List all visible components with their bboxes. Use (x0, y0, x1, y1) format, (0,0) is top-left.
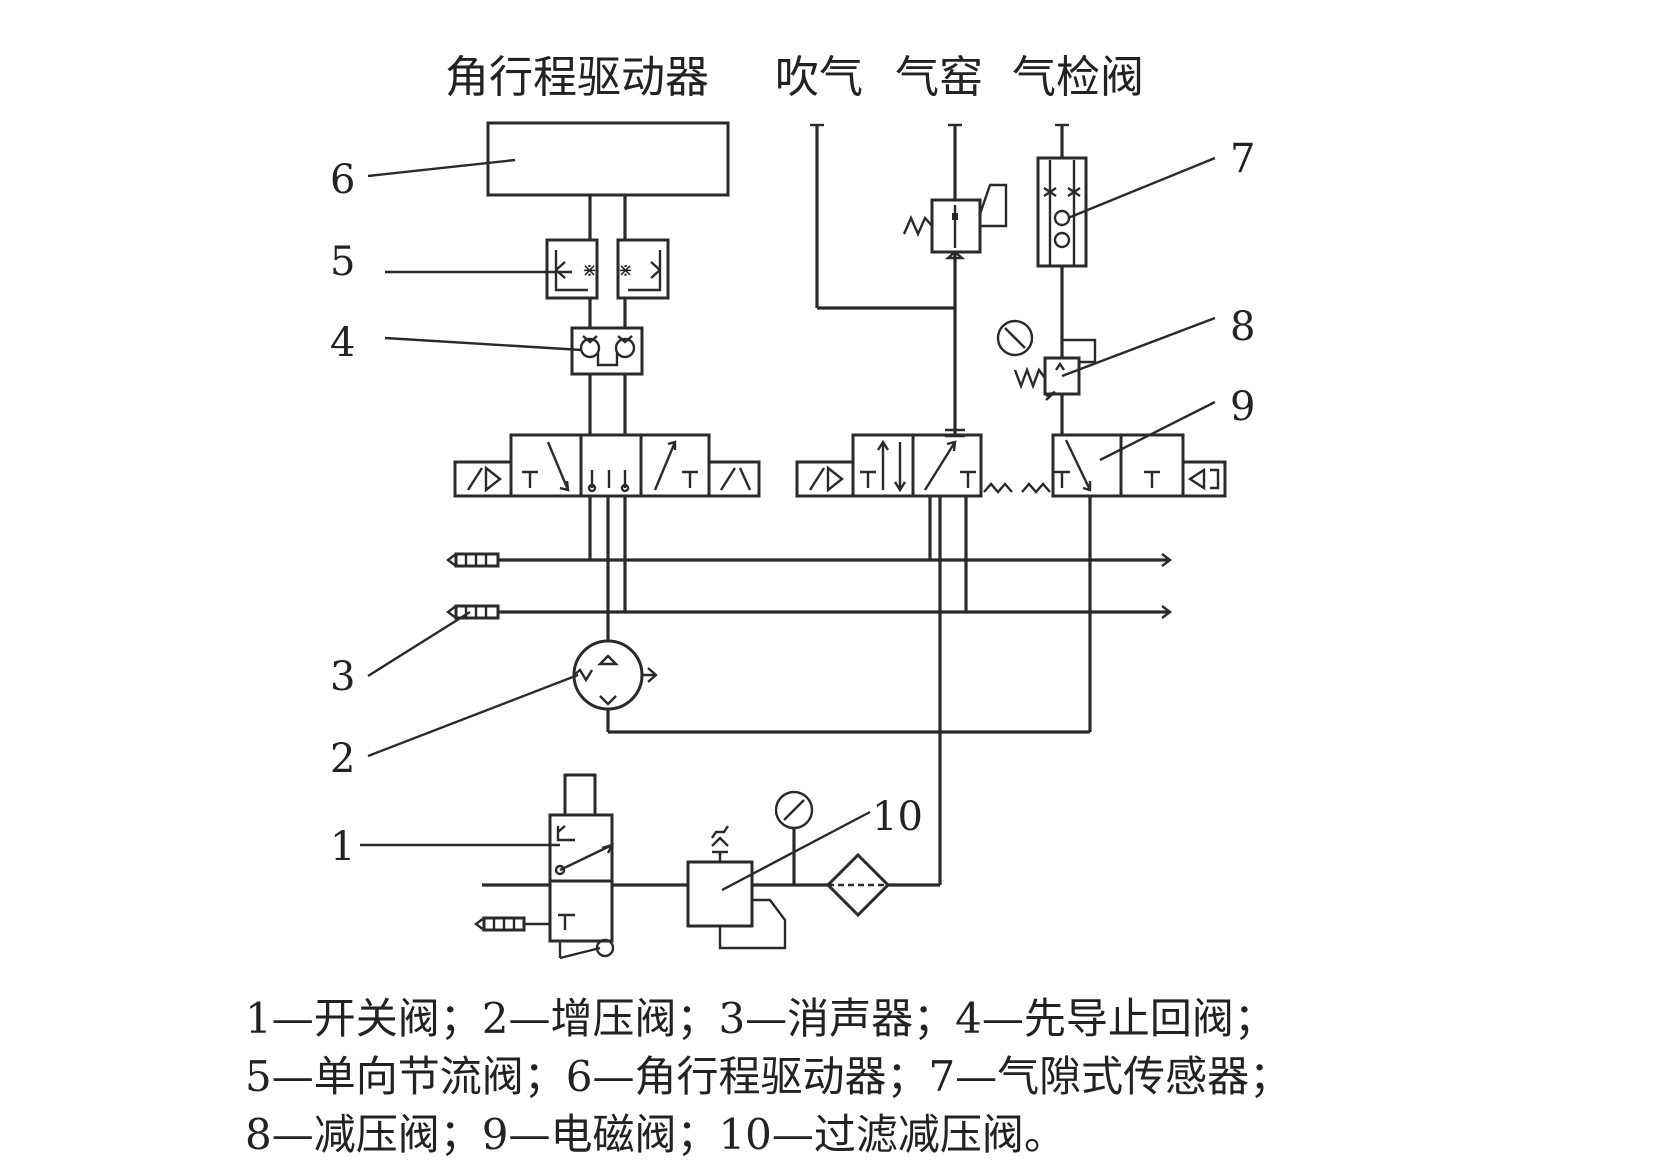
filter-reducing-valve (686, 790, 891, 950)
legend-line-2: 5—单向节流阀；6—角行程驱动器；7—气隙式传感器； (245, 1052, 1292, 1101)
legend: 1—开关阀；2—增压阀；3—消声器；4—先导止回阀； 5—单向节流阀；6—角行程… (245, 990, 1625, 1164)
actuator-box (486, 121, 730, 197)
callout-3: 3 (330, 654, 355, 700)
solenoid-valve-middle (795, 433, 1013, 498)
solenoid-valve-right (1021, 433, 1227, 498)
label-blow: 吹气 (775, 52, 863, 103)
callout-1: 1 (330, 824, 355, 870)
actuator-lines (588, 195, 627, 440)
pilot-check-valve (570, 326, 644, 376)
relief-valve (902, 183, 1008, 260)
legend-line-1: 1—开关阀；2—增压阀；3—消声器；4—先导止回阀； (245, 994, 1276, 1043)
throttle-mark-right: ⋇ (618, 260, 633, 281)
callout-9: 9 (1230, 384, 1255, 430)
leader-lines (360, 156, 1216, 892)
callout-5: 5 (330, 239, 355, 285)
reducing-valve-8 (996, 319, 1097, 401)
callout-2: 2 (330, 736, 355, 782)
legend-line-3: 8—减压阀；9—电磁阀；10—过滤减压阀。 (245, 1110, 1066, 1159)
callout-8: 8 (1230, 304, 1255, 350)
exhaust-manifolds (446, 552, 1172, 620)
callout-10: 10 (872, 794, 923, 840)
callout-labels: 6 5 4 3 2 1 7 8 9 10 (330, 136, 1255, 870)
blow-seal-lines (810, 123, 965, 438)
callout-6: 6 (330, 157, 355, 203)
valve-ports (588, 496, 1092, 885)
solenoid-valve-left (453, 433, 761, 498)
throttle-valves: ⋇ ⋇ (545, 238, 670, 300)
label-seal: 气窑 (895, 52, 983, 103)
gap-sensor (1036, 123, 1088, 435)
callout-7: 7 (1230, 136, 1255, 182)
label-check-valve: 气检阀 (1012, 52, 1144, 103)
callout-4: 4 (330, 320, 355, 366)
label-actuator: 角行程驱动器 (445, 52, 709, 103)
booster-valve (572, 639, 1090, 734)
on-off-valve (474, 773, 615, 960)
throttle-mark-left: ⋇ (582, 260, 597, 281)
